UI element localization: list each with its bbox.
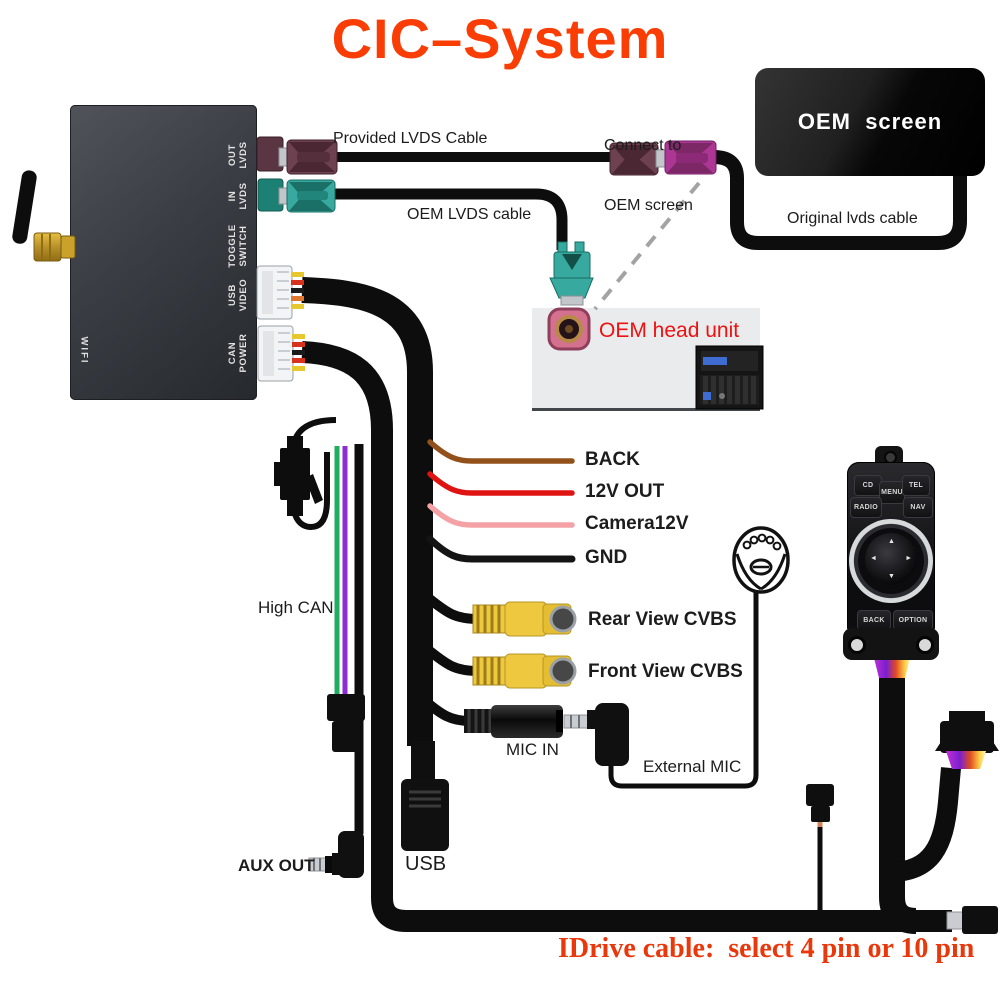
idrive-button-back[interactable]: BACK [857, 610, 891, 630]
mic-in-label: MIC IN [506, 740, 559, 759]
idrive-knob[interactable]: ▲ ▼ ◄ ► [849, 519, 933, 603]
oem-lvds-label: OEM LVDS cable [407, 206, 532, 223]
out-lvds-connector [256, 136, 338, 175]
wifi-antenna [12, 170, 76, 262]
lvds-mating-connectors [609, 140, 717, 176]
camera12v-wire-label: Camera12V [585, 513, 689, 534]
aux-out-label: AUX OUT [238, 856, 315, 875]
external-mic-drawing [732, 526, 790, 594]
gnd-wire-label: GND [585, 547, 628, 568]
12v-out-wire-label: 12V OUT [585, 481, 665, 502]
idrive-note: IDrive cable: select 4 pin or 10 pin [558, 933, 975, 964]
arrow-right-icon: ► [905, 555, 912, 562]
idrive-button-nav[interactable]: NAV [903, 497, 933, 518]
12v-out-wire [427, 471, 575, 496]
dashed-locator-line [593, 181, 701, 311]
original-lvds-label: Original lvds cable [787, 210, 918, 227]
rear-cvbs-connector [472, 601, 577, 637]
gnd-wire [426, 535, 576, 563]
head-unit-lvds-plug [549, 241, 594, 306]
back-wire [427, 439, 575, 464]
front-cvbs-label: Front View CVBS [588, 661, 743, 682]
high-can-label: High CAN [258, 598, 334, 617]
usb-video-harness [301, 277, 433, 746]
external-mic-label: External MIC [643, 757, 742, 776]
arrow-down-icon: ▼ [888, 573, 895, 580]
usb-video-port [256, 265, 304, 320]
head-unit-lvds-socket [547, 307, 591, 351]
can-power-harness [301, 341, 952, 932]
oem-screen-label: OEM screen [797, 109, 943, 134]
mic-in-socket [464, 705, 563, 738]
toggle-switch-wire [290, 417, 337, 531]
idrive-strain-relief [873, 654, 911, 678]
can-power-port [257, 325, 305, 382]
idrive-10pin-branch [889, 767, 961, 882]
idrive-button-cd[interactable]: CD [854, 475, 882, 496]
page-title: CIC–System [331, 7, 669, 70]
mount-hole [916, 636, 934, 654]
arrow-up-icon: ▲ [888, 538, 895, 545]
idrive-4pin-connector [806, 784, 834, 822]
toggle-switch [274, 436, 323, 516]
front-cvbs-connector [472, 653, 577, 689]
idrive-cable-end-plug [946, 906, 998, 934]
idrive-body: CD MENU TEL RADIO NAV ▲ ▼ ◄ ► BACK OPTIO… [847, 462, 935, 638]
connect-to-oem-screen-label: Connect to OEM screen [604, 137, 693, 214]
idrive-button-menu[interactable]: MENU [879, 481, 905, 504]
idrive-controller-cable [879, 672, 917, 934]
idrive-mount-bracket [843, 628, 939, 660]
idrive-controller: CD MENU TEL RADIO NAV ▲ ▼ ◄ ► BACK OPTIO… [843, 446, 939, 662]
back-wire-label: BACK [585, 449, 640, 470]
rear-cvbs-label: Rear View CVBS [588, 609, 737, 630]
usb-label: USB [405, 853, 447, 875]
original-lvds-cable [713, 150, 967, 250]
oem-head-unit-label: OEM head unit [599, 319, 740, 342]
idrive-button-option[interactable]: OPTION [893, 610, 933, 630]
high-can-connector [327, 694, 365, 752]
idrive-button-tel[interactable]: TEL [902, 475, 930, 496]
aux-out-plug [308, 831, 364, 878]
usb-connector [401, 741, 449, 851]
in-lvds-connector [257, 178, 336, 213]
external-mic-cable [608, 592, 759, 789]
oem-screen-panel: OEM screen [755, 68, 985, 176]
external-mic-plug [563, 703, 629, 766]
idrive-button-radio[interactable]: RADIO [850, 497, 882, 518]
provided-lvds-label: Provided LVDS Cable [333, 130, 488, 147]
arrow-left-icon: ◄ [870, 555, 877, 562]
oem-lvds-cable [332, 188, 568, 250]
head-unit-quadlock [695, 345, 764, 410]
mount-hole [848, 636, 866, 654]
idrive-10pin-connector [935, 711, 999, 769]
camera12v-wire [427, 503, 575, 528]
idrive-knob-center[interactable]: ▲ ▼ ◄ ► [865, 533, 917, 585]
